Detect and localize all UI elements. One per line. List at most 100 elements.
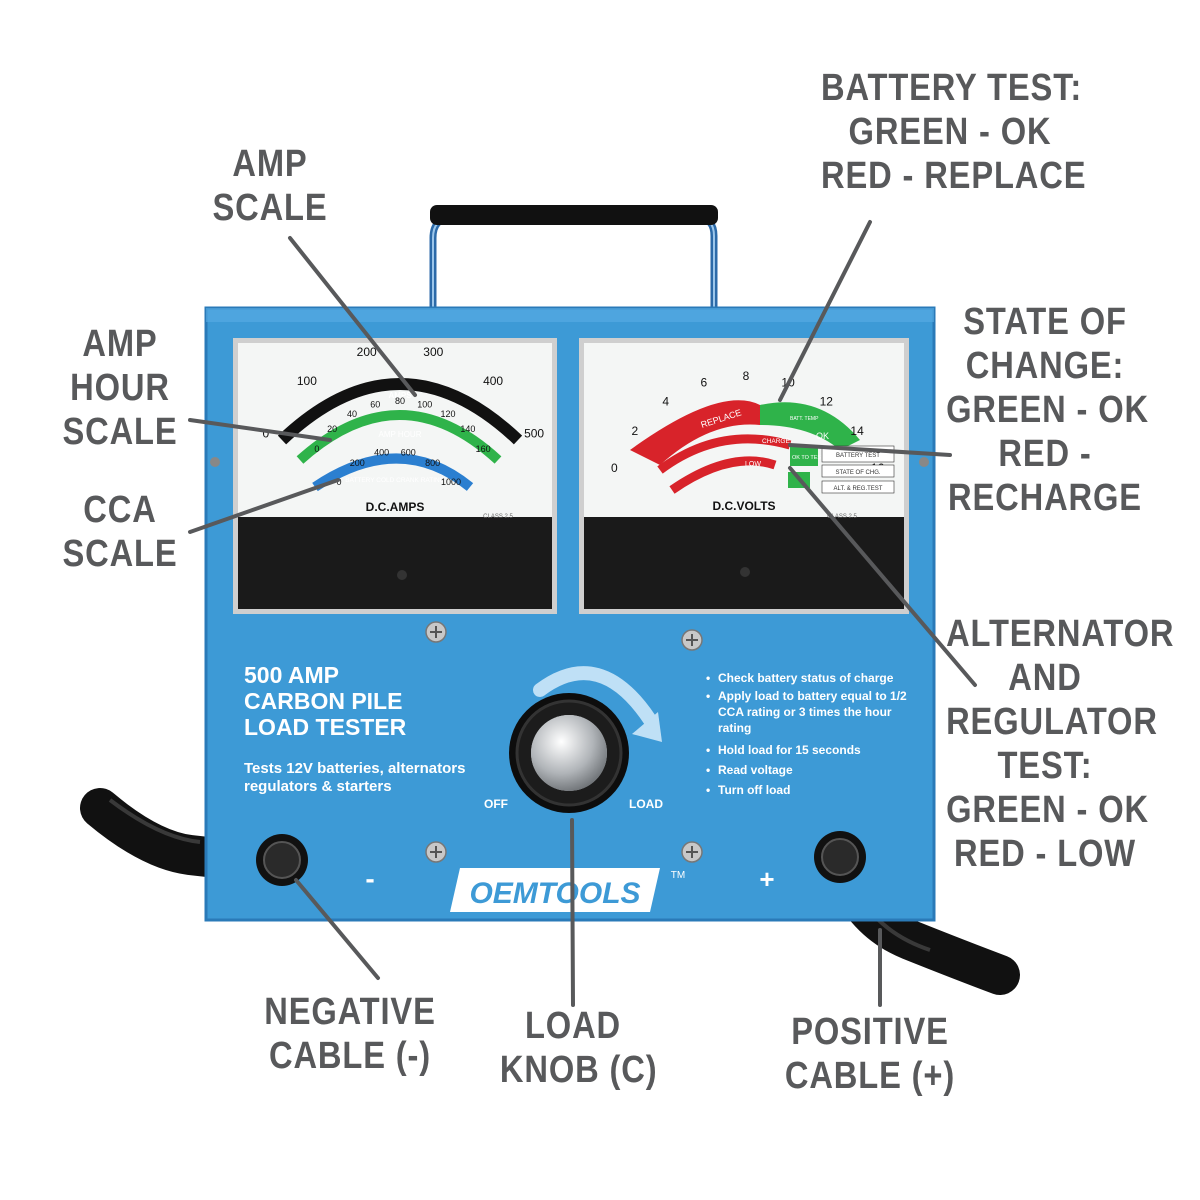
callout-line: KNOB (C) [499, 1049, 658, 1091]
title-line-2: CARBON PILE [244, 688, 403, 714]
callout-line: BATTERY TEST: [821, 67, 1083, 109]
amp-hour-tick-label: 120 [440, 409, 455, 419]
cca-tick-label: 400 [374, 447, 389, 457]
instruction-item: Read voltage [704, 760, 934, 780]
callout-line: POSITIVE [791, 1011, 949, 1053]
amps-scale-label: AMPS [388, 391, 412, 400]
amp-hour-tick-label: 100 [417, 399, 432, 409]
low-label: LOW [745, 461, 761, 468]
volt-legend: BATTERY TEST STATE OF CHG. ALT. & REG.TE… [821, 445, 895, 494]
load-label: LOAD [629, 797, 663, 811]
amps-tick-label: 400 [483, 374, 503, 388]
callout-line: TEST: [997, 745, 1093, 787]
volt-meter: 0246810121416 REPLACE OK BATT. TEMP CHAR… [579, 338, 909, 614]
callout-negative-cable: NEGATIVE CABLE (-) [264, 990, 436, 1078]
callout-line: CCA [83, 489, 157, 531]
off-label: OFF [484, 797, 508, 811]
charge-label: CHARGE [762, 438, 790, 445]
cca-scale-label: BATTERY COLD CRANK RATING [345, 477, 445, 484]
volt-meter-dial-label: D.C.VOLTS [712, 499, 775, 513]
callout-line: GREEN - OK [946, 789, 1149, 831]
amp-meter-class-label: CLASS 2.5 [483, 514, 513, 520]
amp-hour-tick-label: 80 [395, 396, 405, 406]
amp-hour-tick-label: 140 [460, 424, 475, 434]
title-line-3: LOAD TESTER [244, 714, 407, 740]
amp-hour-scale-label: AMP HOUR [379, 430, 422, 439]
instructions-list: Check battery status of charge Apply loa… [704, 668, 934, 800]
callout-line: LOAD [524, 1005, 622, 1047]
amps-tick-label: 500 [524, 427, 544, 441]
volt-tick-label: 2 [632, 424, 639, 438]
ok-label: OK [816, 431, 829, 441]
volt-tick-label: 4 [662, 394, 669, 408]
callout-line: RED - [998, 433, 1092, 475]
cca-tick-label: 600 [401, 447, 416, 457]
product-title: 500 AMP CARBON PILE LOAD TESTER [244, 662, 406, 740]
amp-hour-tick-label: 60 [370, 399, 380, 409]
negative-terminal [256, 834, 308, 886]
callout-line: GREEN - OK [946, 389, 1149, 431]
volt-tick-label: 12 [820, 394, 834, 408]
instruction-item: Apply load to battery equal to 1/2 CCA r… [704, 688, 918, 736]
callout-amp-scale: AMP SCALE [210, 142, 330, 230]
legend-alt-reg-test: ALT. & REG.TEST [834, 486, 883, 492]
instruction-item: Check battery status of charge [704, 668, 934, 688]
trademark: TM [671, 870, 685, 881]
callout-line: HOUR [70, 367, 170, 409]
callout-line: SCALE [62, 411, 178, 453]
callout-line: CABLE (-) [268, 1035, 432, 1077]
callout-line: RED - REPLACE [821, 155, 1087, 197]
amp-hour-tick-label: 40 [347, 409, 357, 419]
amp-meter: AMPS AMP HOUR BATTERY COLD CRANK RATING … [233, 338, 557, 614]
callout-line: CHANGE: [965, 345, 1125, 387]
product-subtitle: Tests 12V batteries, alternators regulat… [244, 760, 465, 796]
amp-hour-tick-label: 0 [314, 444, 319, 454]
amp-hour-tick-label: 160 [476, 444, 491, 454]
callout-line: STATE OF [963, 301, 1127, 343]
callout-state-of-change: STATE OF CHANGE: GREEN - OK RED - RECHAR… [946, 300, 1149, 520]
cca-tick-label: 200 [350, 458, 365, 468]
legend-state-of-chg: STATE OF CHG. [835, 470, 880, 476]
batt-temp-label: BATT. TEMP [790, 416, 819, 422]
volt-meter-class-label: CLASS 2.5 [827, 514, 857, 520]
cca-tick-label: 1000 [441, 477, 461, 487]
callout-line: NEGATIVE [264, 991, 436, 1033]
callout-amp-hour-scale: AMP HOUR SCALE [60, 322, 180, 454]
volt-tick-label: 0 [611, 461, 618, 475]
instruction-item: Turn off load [704, 780, 934, 800]
callout-line: SCALE [212, 187, 328, 229]
callout-line: GREEN - OK [848, 111, 1052, 153]
volt-tick-label: 14 [850, 424, 864, 438]
brand-text: OEMTOOLS [469, 877, 640, 910]
callout-cca-scale: CCA SCALE [60, 488, 180, 576]
cca-tick-label: 800 [425, 458, 440, 468]
amps-tick-label: 200 [357, 345, 377, 359]
callout-line: AMP [82, 323, 158, 365]
legend-battery-test: BATTERY TEST [836, 453, 880, 459]
amps-tick-label: 300 [423, 345, 443, 359]
amp-hour-tick-label: 20 [327, 424, 337, 434]
callout-line: AMP [232, 143, 308, 185]
carry-handle [429, 205, 718, 312]
panel-screws [210, 457, 929, 863]
callout-line: REGULATOR [946, 701, 1158, 743]
callout-line: ALTERNATOR [946, 613, 1175, 655]
load-knob[interactable] [509, 693, 629, 813]
volt-tick-label: 6 [701, 376, 708, 390]
callout-leader-lines [188, 220, 977, 1007]
subtitle-line-2: regulators & starters [244, 778, 392, 795]
plus-label: + [759, 864, 774, 894]
callout-line: SCALE [62, 533, 178, 575]
volt-tick-label: 8 [743, 369, 750, 383]
amp-meter-dial-label: D.C.AMPS [366, 500, 425, 514]
positive-terminal [814, 831, 866, 883]
oemtools-logo: OEMTOOLS TM [450, 868, 685, 912]
callout-load-knob: LOAD KNOB (C) [499, 1004, 658, 1092]
minus-label: - [365, 863, 374, 894]
callout-line: RECHARGE [948, 477, 1142, 519]
callout-battery-test: BATTERY TEST: GREEN - OK RED - REPLACE [821, 66, 1087, 198]
amps-tick-label: 0 [263, 427, 270, 441]
cca-tick-label: 0 [336, 477, 341, 487]
callout-positive-cable: POSITIVE CABLE (+) [784, 1010, 956, 1098]
